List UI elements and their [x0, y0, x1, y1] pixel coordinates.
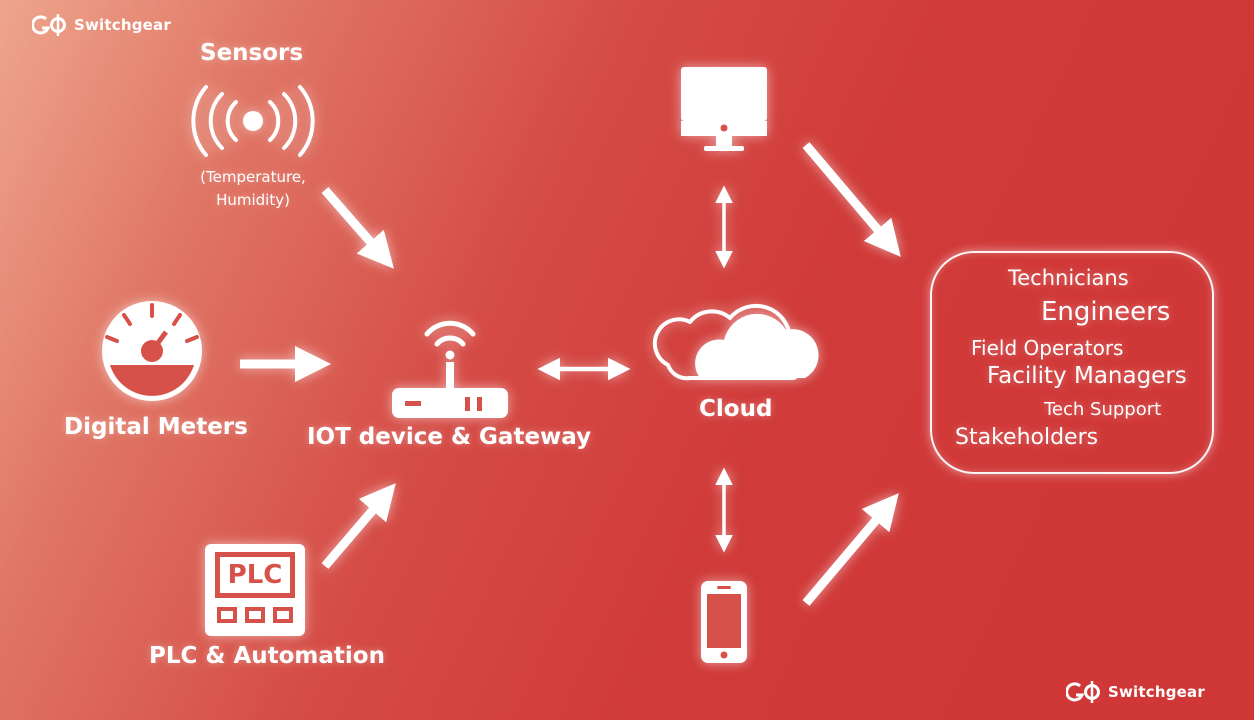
- switchgear-logo-icon: [32, 14, 66, 36]
- audience-field-operators: Field Operators: [971, 336, 1124, 360]
- arrow-monitor-to-audience: [802, 142, 901, 257]
- broadcast-icon: [191, 85, 315, 157]
- audience-facility-managers: Facility Managers: [987, 363, 1187, 389]
- brand-logo-top: Switchgear: [32, 14, 171, 36]
- monitor-icon: [681, 67, 767, 151]
- audience-stakeholders: Stakeholders: [955, 425, 1099, 450]
- digital-meters-title: Digital Meters: [64, 414, 248, 440]
- arrow-phone-to-audience: [802, 493, 899, 606]
- plc-icon: [205, 544, 305, 636]
- cloud-title: Cloud: [699, 396, 773, 422]
- smartphone-icon: [701, 581, 747, 663]
- arrow-plc-to-gateway: [321, 483, 396, 569]
- sensors-subtitle-line1: (Temperature,: [200, 168, 306, 186]
- plc-title: PLC & Automation: [149, 643, 385, 669]
- gateway-title: IOT device & Gateway: [307, 424, 592, 450]
- arrow-sensors-to-gateway: [321, 187, 394, 269]
- sensors-title: Sensors: [200, 40, 304, 66]
- logo-text: Switchgear: [74, 16, 171, 34]
- audience-engineers: Engineers: [1041, 297, 1171, 327]
- plc-icon-label: PLC: [227, 560, 283, 590]
- switchgear-logo-icon: [1066, 681, 1100, 703]
- gauge-icon: [102, 301, 202, 401]
- brand-logo-bottom: Switchgear: [1066, 681, 1205, 703]
- router-wifi-icon: [392, 320, 508, 418]
- audience-technicians: Technicians: [1008, 266, 1129, 290]
- audience-box: [930, 251, 1214, 474]
- audience-tech-support: Tech Support: [1044, 399, 1162, 420]
- sensors-subtitle-line2: Humidity): [216, 191, 290, 209]
- logo-text: Switchgear: [1108, 683, 1205, 701]
- cloud-icon: [652, 303, 819, 381]
